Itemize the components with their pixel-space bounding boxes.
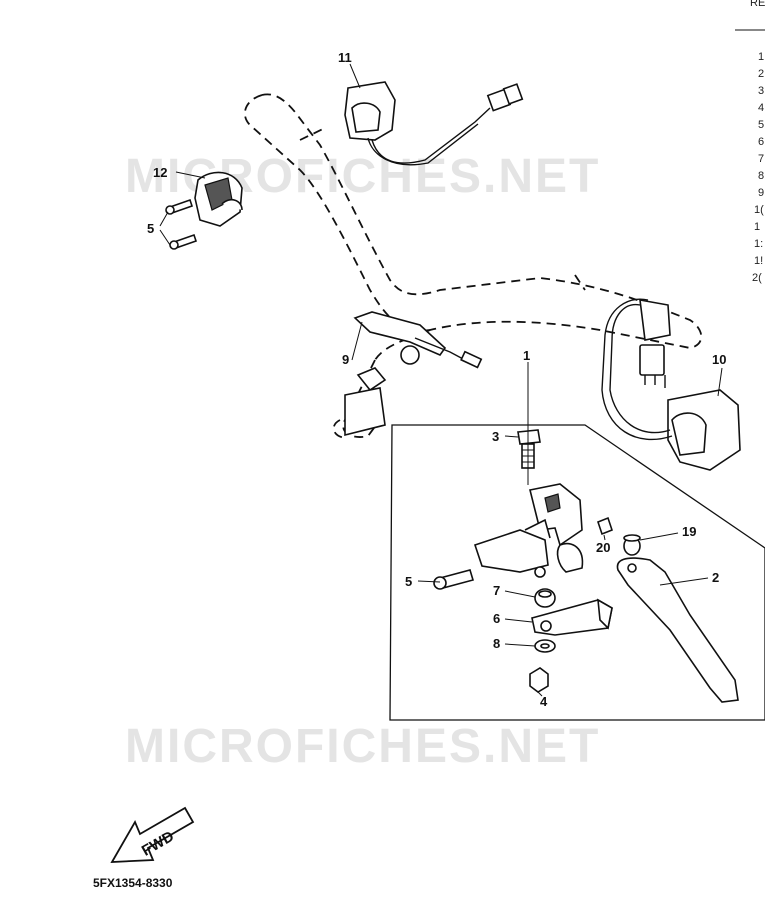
part-6-plate bbox=[531, 598, 613, 636]
callout-11: 11 bbox=[338, 50, 352, 65]
reference-item: 3 bbox=[758, 85, 764, 97]
part-11-switch bbox=[344, 81, 524, 166]
reference-item: 7 bbox=[758, 153, 764, 165]
callout-7: 7 bbox=[493, 583, 500, 598]
reference-item: 1 bbox=[758, 51, 764, 63]
callout-10: 10 bbox=[712, 352, 726, 367]
reference-item: 1! bbox=[754, 255, 763, 267]
callout-1: 1 bbox=[523, 348, 530, 363]
callout-8: 8 bbox=[493, 636, 500, 651]
callout-9: 9 bbox=[342, 352, 349, 367]
callout-19: 19 bbox=[682, 524, 696, 539]
part-5-screws-upper bbox=[165, 198, 198, 250]
part-8-washer bbox=[534, 639, 556, 653]
part-12-switch bbox=[194, 171, 243, 227]
callout-6: 6 bbox=[493, 611, 500, 626]
part-2-lever bbox=[616, 557, 739, 703]
reference-list: RE 1 2 3 4 5 6 7 8 9 1( 1 1: 1! 2( bbox=[735, 0, 765, 284]
part-10-switch bbox=[601, 298, 741, 471]
part-5-bolt-lower bbox=[433, 569, 475, 590]
callout-2: 2 bbox=[712, 570, 719, 585]
callout-12: 12 bbox=[153, 165, 167, 180]
reference-item: 1 bbox=[754, 221, 760, 233]
watermark-bottom: MICROFICHES.NET bbox=[125, 720, 600, 773]
callout-3: 3 bbox=[492, 429, 499, 444]
reference-item: 2( bbox=[752, 272, 762, 284]
part-7-collar bbox=[534, 588, 556, 608]
fwd-arrow: FWD bbox=[110, 806, 195, 863]
reference-item: 5 bbox=[758, 119, 764, 131]
callouts: 11 12 5 9 1 3 10 5 7 6 8 4 20 19 2 bbox=[147, 50, 726, 709]
leader-lines bbox=[159, 63, 723, 697]
handlebar-outline bbox=[244, 93, 703, 439]
reference-item: 2 bbox=[758, 68, 764, 80]
reference-list-header: RE bbox=[750, 0, 765, 9]
part-4-nut bbox=[529, 667, 549, 693]
part-9-bracket bbox=[344, 311, 483, 437]
callout-5-upper: 5 bbox=[147, 221, 154, 236]
callout-20: 20 bbox=[596, 540, 610, 555]
part-19-cap bbox=[623, 534, 641, 556]
part-1-lever-holder bbox=[473, 483, 584, 578]
part-3-bolt bbox=[517, 429, 541, 469]
drawing-code: 5FX1354-8330 bbox=[93, 876, 173, 890]
detail-frame bbox=[389, 424, 765, 721]
callout-4: 4 bbox=[540, 694, 548, 709]
callout-5-lower: 5 bbox=[405, 574, 412, 589]
reference-item: 6 bbox=[758, 136, 764, 148]
reference-item: 9 bbox=[758, 187, 764, 199]
reference-item: 1( bbox=[754, 204, 764, 216]
reference-item: 4 bbox=[758, 102, 764, 114]
part-20-screw bbox=[597, 516, 613, 536]
reference-item: 8 bbox=[758, 170, 764, 182]
reference-item: 1: bbox=[754, 238, 763, 250]
